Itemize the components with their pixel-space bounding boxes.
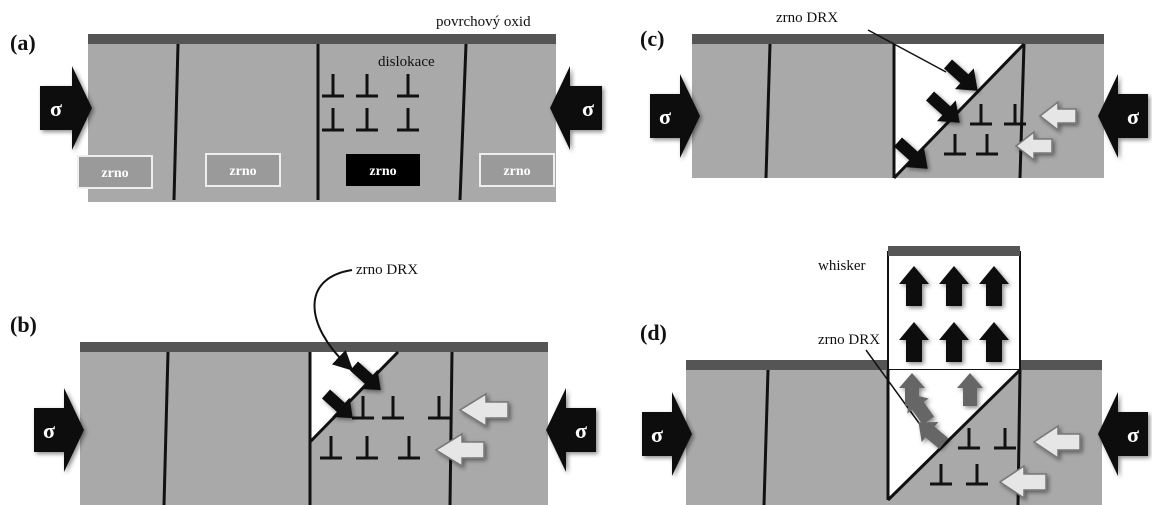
panel-b-stress-arrow-right: σ	[546, 388, 596, 472]
panel-c-stress-arrow-right: σ	[1098, 74, 1148, 158]
panel-b-stress-arrow-left: σ	[34, 388, 84, 472]
svg-text:σ: σ	[1127, 104, 1139, 129]
svg-text:σ: σ	[659, 104, 671, 129]
grain-boundary	[450, 352, 452, 505]
panel-a: (a) povrchový oxid dislokace zrno zrno z…	[10, 14, 602, 202]
panel-a-label: (a)	[10, 30, 36, 55]
panel-a-grain-label-2: zrno	[206, 154, 280, 186]
panel-a-grain-label-3-highlighted: zrno	[346, 154, 420, 186]
panel-d-label: (d)	[640, 320, 667, 345]
panel-d-stress-arrow-left: σ	[642, 392, 692, 476]
panel-b: (b) zrno DRX σ	[10, 262, 596, 505]
svg-text:zrno: zrno	[503, 164, 530, 179]
panel-a-stress-arrow-right: σ	[550, 66, 602, 150]
panel-b-drx-label: zrno DRX	[356, 262, 418, 278]
panel-b-oxide-layer	[80, 342, 548, 352]
panel-b-label: (b)	[10, 312, 37, 337]
panel-d: (d) whisker zrno DRX	[640, 246, 1148, 505]
svg-text:σ: σ	[651, 422, 663, 447]
svg-text:σ: σ	[575, 418, 587, 443]
svg-text:σ: σ	[43, 418, 55, 443]
panel-a-dislocation-label: dislokace	[378, 54, 435, 70]
svg-text:σ: σ	[582, 96, 594, 121]
svg-text:zrno: zrno	[369, 164, 396, 179]
svg-text:zrno: zrno	[101, 166, 128, 181]
panel-d-stress-arrow-right: σ	[1098, 392, 1148, 476]
svg-text:zrno: zrno	[229, 164, 256, 179]
panel-c-drx-label: zrno DRX	[776, 10, 838, 26]
panel-d-whisker-label: whisker	[818, 258, 866, 274]
panel-a-oxide-layer	[88, 34, 556, 44]
panel-c: (c) zrno DRX σ σ	[640, 10, 1148, 179]
panel-a-grain-label-1: zrno	[78, 156, 152, 188]
panel-a-oxide-label: povrchový oxid	[436, 14, 531, 30]
panel-a-stress-arrow-left: σ	[40, 66, 92, 150]
svg-text:σ: σ	[50, 96, 62, 121]
panel-a-grain-label-4: zrno	[480, 154, 554, 186]
panel-c-oxide-layer	[692, 34, 1104, 44]
svg-text:σ: σ	[1127, 422, 1139, 447]
panel-d-drx-label: zrno DRX	[818, 332, 880, 348]
panel-c-label: (c)	[640, 26, 664, 51]
